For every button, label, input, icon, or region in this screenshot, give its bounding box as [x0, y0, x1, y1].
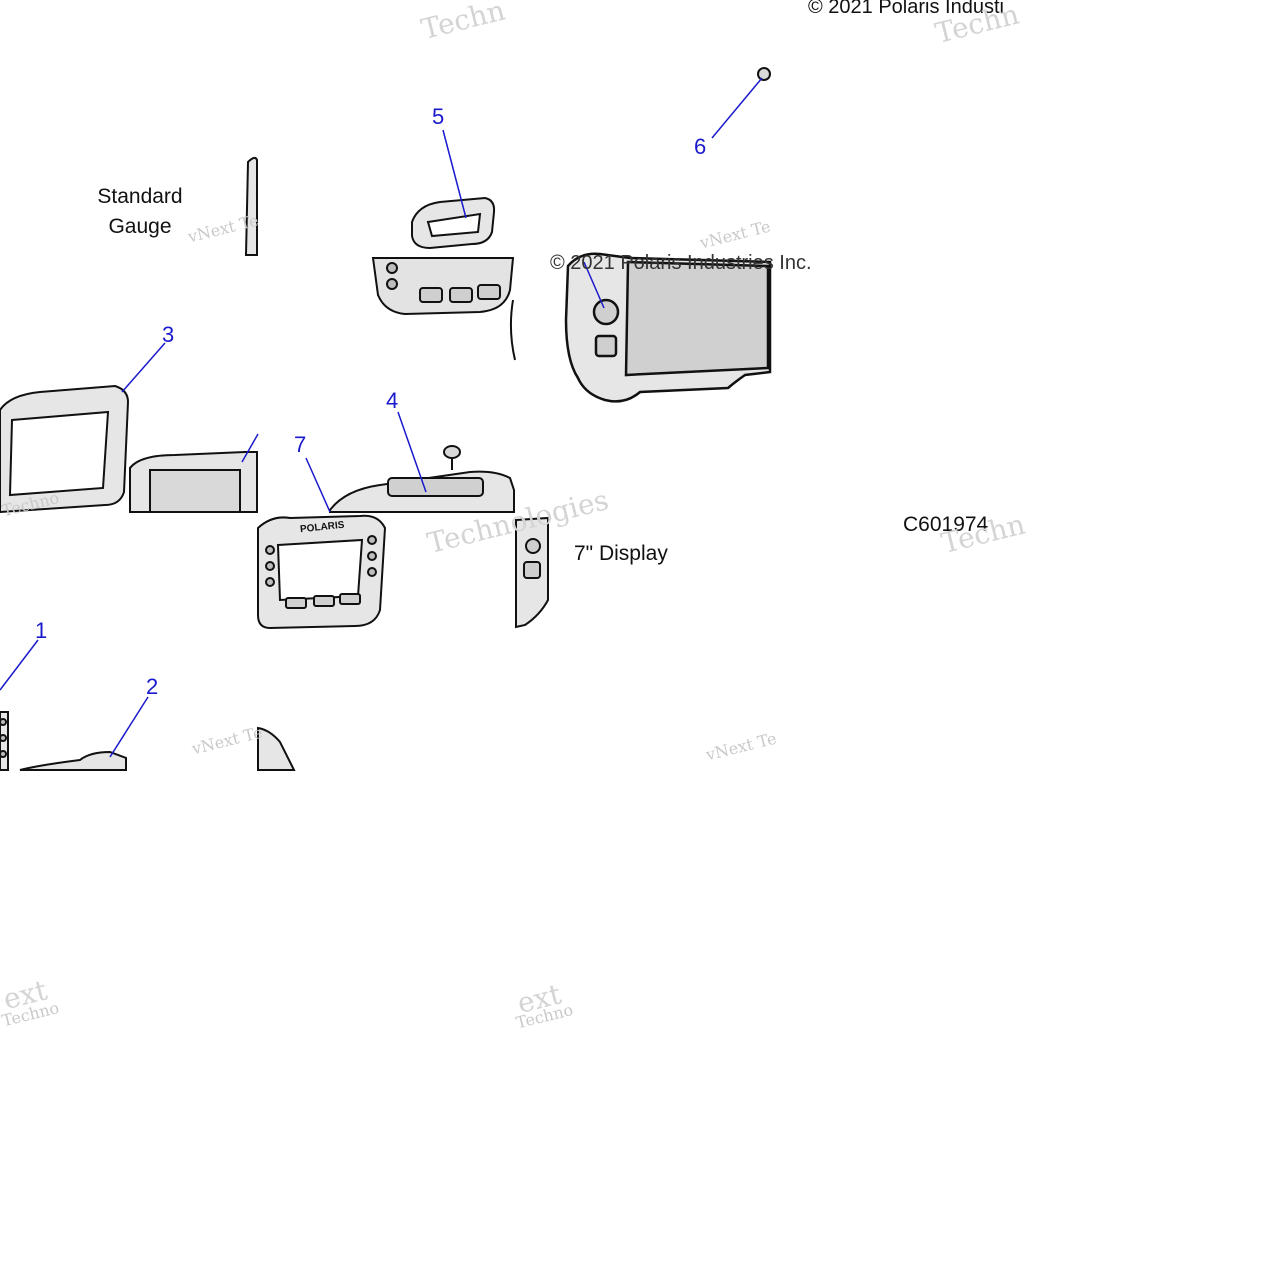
gauge-body: [129, 156, 258, 513]
callout-5: 5: [432, 104, 445, 129]
copyright-overlay: © 2021 Polaris Industries Inc.: [550, 252, 812, 274]
display-side-view: [515, 516, 549, 629]
gauge-rear: [371, 257, 516, 361]
bracket-lower-mid: [257, 726, 296, 771]
callout-7: 7: [294, 432, 307, 457]
rubber-pad-part-5: [411, 196, 496, 250]
display-label: 7" Display: [574, 542, 668, 565]
callout-1: 1: [35, 618, 48, 643]
callout-2: 2: [146, 674, 159, 699]
gauge-bezel-part-3: [0, 384, 130, 514]
diagram-code: C601974: [903, 513, 989, 536]
gauge-lower-left: [0, 711, 127, 771]
callout-4: 4: [386, 388, 399, 413]
callout-6: 6: [694, 134, 707, 159]
screw-small: [443, 445, 461, 470]
seven-inch-display: [564, 252, 772, 403]
standard-gauge-line-1: Standard: [97, 185, 183, 208]
polaris-gauge-assembly: [257, 514, 387, 630]
standard-gauge-line-2: Gauge: [108, 215, 172, 238]
screw-part-6: [757, 67, 771, 81]
leader-lines: [0, 77, 763, 758]
copyright-top: © 2021 Polaris Industi: [808, 0, 1004, 18]
standard-gauge-label: Standard Gauge: [94, 182, 186, 242]
dash-trim-part-4: [329, 470, 515, 513]
callout-3: 3: [162, 322, 175, 347]
